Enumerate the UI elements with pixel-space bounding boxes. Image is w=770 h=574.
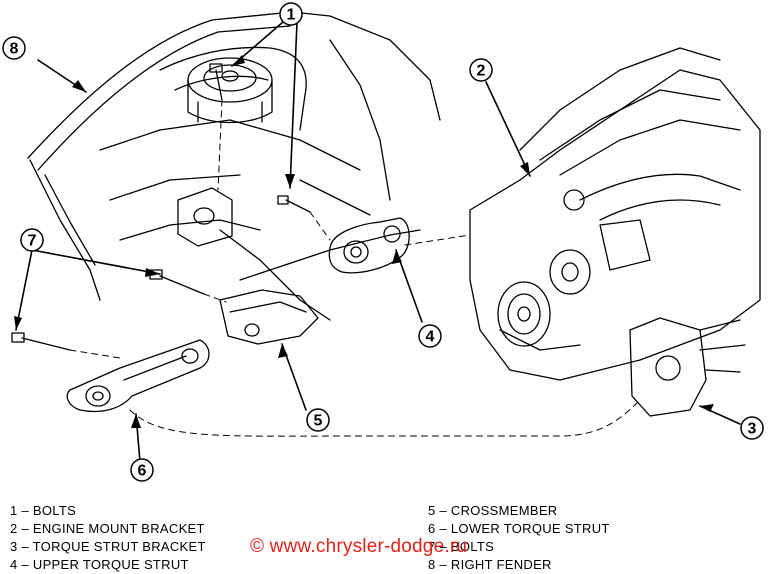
callout-6-label: 6 bbox=[138, 463, 147, 480]
callout-6-circle bbox=[130, 458, 154, 482]
legend-item-6: 6 – LOWER TORQUE STRUT bbox=[428, 521, 610, 536]
legend-item-2: 2 – ENGINE MOUNT BRACKET bbox=[10, 521, 205, 536]
callout-4-circle bbox=[418, 324, 442, 348]
strut-tower-drawing bbox=[187, 57, 273, 124]
callout-3-circle bbox=[740, 416, 764, 440]
callout-circles bbox=[2, 2, 764, 482]
leader-lines bbox=[15, 21, 741, 463]
bolts-drawing bbox=[11, 63, 311, 351]
torque-strut-bracket-drawing bbox=[629, 317, 746, 417]
callout-1-circle bbox=[279, 2, 303, 26]
callout-1-label: 1 bbox=[287, 7, 296, 24]
crossmember-drawing bbox=[219, 289, 319, 345]
alignment-lines bbox=[69, 99, 641, 437]
engine-mount-diagram: 1 2 3 4 5 6 7 8 bbox=[2, 2, 764, 482]
callout-7-circle bbox=[20, 228, 44, 252]
legend-item-7: 7 – BOLTS bbox=[428, 539, 495, 554]
legend-left-column: 1 – BOLTS 2 – ENGINE MOUNT BRACKET 3 – T… bbox=[10, 502, 206, 574]
lower-torque-strut-drawing bbox=[66, 339, 210, 413]
callout-2-circle bbox=[469, 58, 493, 82]
rail-bracket-drawing bbox=[177, 187, 233, 247]
callout-2-label: 2 bbox=[477, 63, 486, 80]
callout-8-circle bbox=[2, 36, 26, 60]
engine-drawing bbox=[469, 47, 761, 381]
legend-right-column: 5 – CROSSMEMBER 6 – LOWER TORQUE STRUT 7… bbox=[428, 502, 610, 574]
callout-4-label: 4 bbox=[426, 329, 435, 346]
legend-item-5: 5 – CROSSMEMBER bbox=[428, 503, 558, 518]
callout-5-label: 5 bbox=[314, 413, 323, 430]
callout-7-label: 7 bbox=[28, 233, 37, 250]
callout-8-label: 8 bbox=[10, 41, 19, 58]
watermark-text: © www.chrysler-dodge.ru bbox=[250, 536, 468, 557]
upper-torque-strut-drawing bbox=[328, 217, 410, 274]
callout-3-label: 3 bbox=[748, 421, 757, 438]
legend-item-8: 8 – RIGHT FENDER bbox=[428, 557, 552, 572]
callout-5-circle bbox=[306, 408, 330, 432]
legend-item-4: 4 – UPPER TORQUE STRUT bbox=[10, 557, 189, 572]
legend-item-3: 3 – TORQUE STRUT BRACKET bbox=[10, 539, 206, 554]
arrow-heads bbox=[14, 55, 714, 428]
legend-item-1: 1 – BOLTS bbox=[10, 503, 77, 518]
